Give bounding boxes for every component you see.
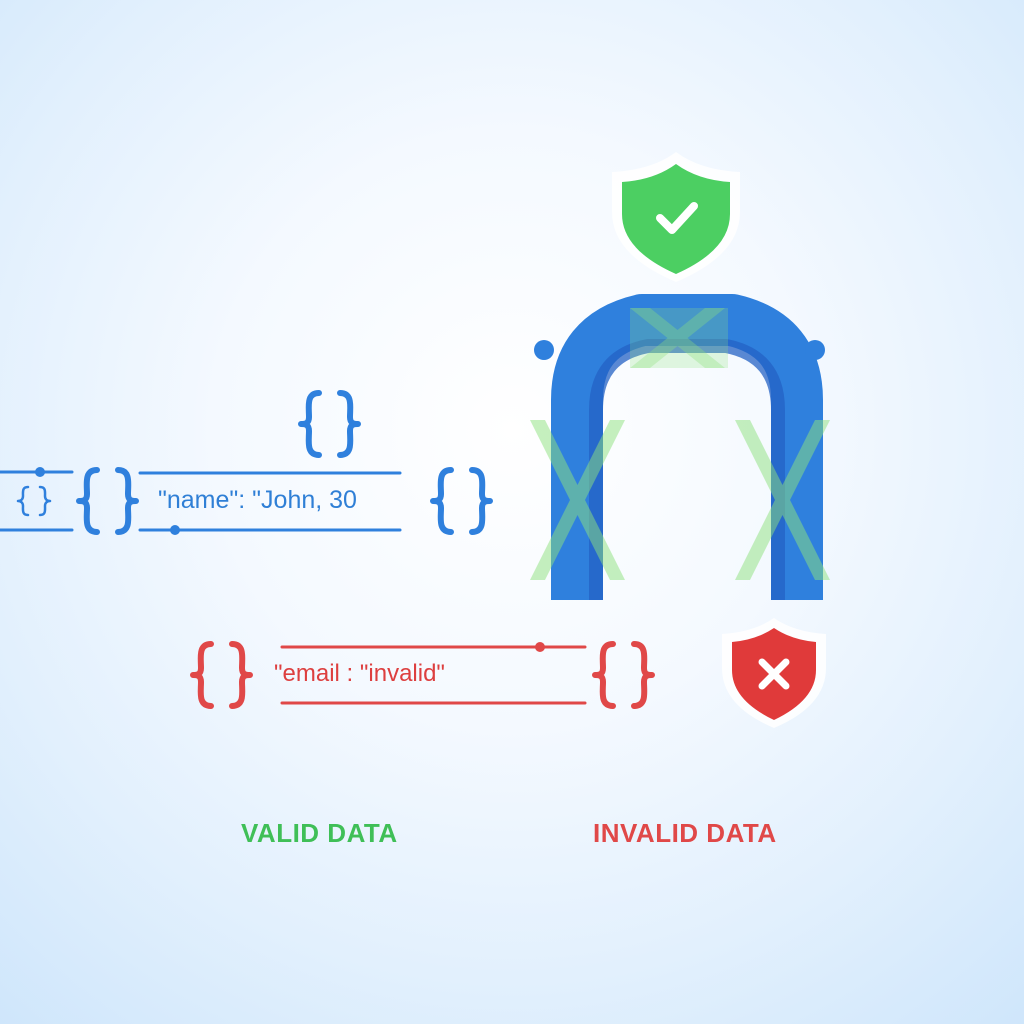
gate-dot-right [805, 340, 825, 360]
json-braces-icon [298, 390, 361, 458]
invalid-stream-node [535, 642, 545, 652]
json-braces-icon [190, 641, 253, 709]
invalid-data-label: INVALID DATA [593, 818, 777, 848]
valid-json-text: "name": "John, 30 [158, 486, 357, 514]
invalid-data-stream [280, 642, 587, 705]
valid-data-label: VALID DATA [241, 818, 398, 848]
valid-stream-node [170, 525, 180, 535]
json-braces-icon [16, 485, 52, 517]
gate-scan-overlay [530, 308, 830, 580]
shield-check-icon [612, 152, 740, 282]
valid-data-stream [0, 467, 402, 535]
gate-arch-outer [551, 294, 823, 600]
json-braces-icon [430, 467, 493, 535]
invalid-json-text: "email : "invalid" [274, 660, 445, 687]
validation-gate-icon [530, 294, 830, 600]
valid-stream-node [35, 467, 45, 477]
json-braces-icon [592, 641, 655, 709]
shield-x-icon [722, 618, 826, 728]
json-braces-icon [76, 467, 139, 535]
gate-dot-left [534, 340, 554, 360]
